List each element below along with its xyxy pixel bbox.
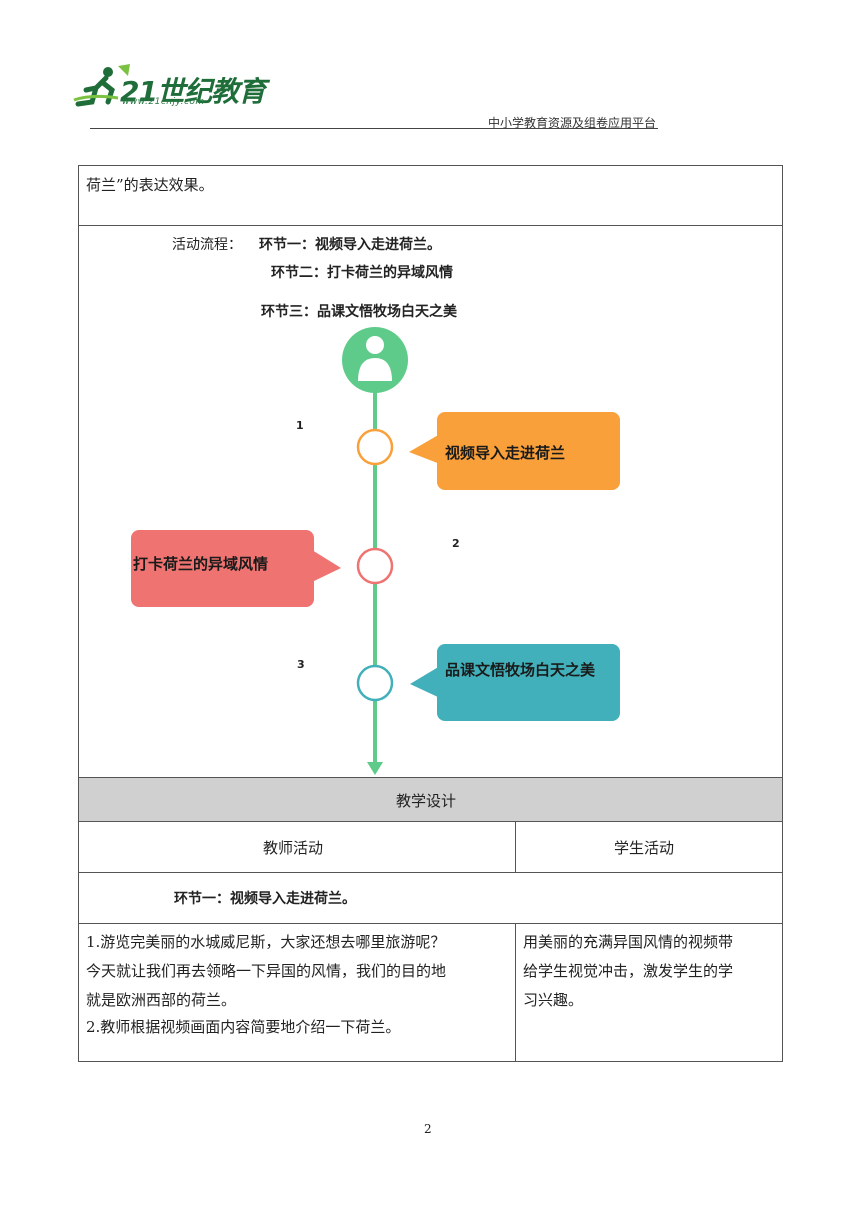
student-activity-text: 用美丽的充满异国风情的视频带 给学生视觉冲击，激发学生的学 习兴趣。 [523, 928, 733, 1015]
platform-title: 中小学教育资源及组卷应用平台 [487, 116, 656, 130]
callout-1: 视频导入走进荷兰 [437, 412, 620, 490]
teacher-line-1: 1.游览完美丽的水城威尼斯，大家还想去哪里旅游呢？ [86, 933, 446, 951]
teacher-line-2: 今天就让我们再去领略一下异国的风情，我们的目的地 [86, 962, 447, 980]
student-line-3: 习兴趣。 [523, 991, 584, 1009]
logo-url: www.21cnjy.com [122, 97, 205, 107]
student-line-2: 给学生视觉冲击，激发学生的学 [523, 962, 734, 980]
callout-3: 品课文悟牧场白天之美 [437, 644, 620, 721]
callout-1-pointer [409, 434, 440, 464]
student-activity-cell [515, 923, 783, 1062]
teacher-line-4: 2.教师根据视频画面内容简要地介绍一下荷兰。 [86, 1018, 401, 1036]
timeline-node-3 [356, 664, 394, 702]
person-icon-body [358, 358, 392, 381]
step-number-1: 1 [296, 419, 304, 432]
flow-step-3: 环节三：品课文悟牧场白天之美 [261, 304, 457, 320]
teacher-column-title: 教师活动 [263, 839, 324, 857]
teacher-activity-text: 1.游览完美丽的水城威尼斯，大家还想去哪里旅游呢？ 今天就让我们再去领略一下异国… [86, 928, 446, 1039]
callout-3-label: 品课文悟牧场白天之美 [445, 661, 596, 679]
callout-1-label: 视频导入走进荷兰 [445, 444, 566, 462]
timeline-node-2 [356, 547, 394, 585]
logo-runner-icon [73, 64, 130, 107]
stage-title: 环节一：视频导入走进荷兰。 [174, 891, 356, 907]
top-cell-text: 荷兰”的表达效果。 [86, 176, 214, 194]
flow-label: 活动流程： [172, 237, 242, 253]
person-icon-head [366, 336, 384, 354]
logo-text: 21世纪教育 [120, 75, 266, 108]
callout-3-pointer [410, 666, 440, 698]
teacher-line-3: 就是欧洲西部的荷兰。 [86, 991, 237, 1009]
callout-2-pointer [312, 550, 341, 582]
flow-step-2: 环节二：打卡荷兰的异域风情 [271, 265, 453, 281]
design-section-title: 教学设计 [396, 792, 457, 810]
student-line-1: 用美丽的充满异国风情的视频带 [523, 933, 734, 951]
timeline-arrow-icon [367, 762, 383, 775]
step-number-3: 3 [297, 658, 305, 671]
callout-2: 打卡荷兰的异域风情 [131, 530, 314, 607]
flow-step-1: 环节一：视频导入走进荷兰。 [259, 237, 441, 253]
student-column-title: 学生活动 [614, 839, 675, 857]
callout-2-label: 打卡荷兰的异域风情 [133, 555, 269, 573]
header-divider [90, 128, 658, 129]
timeline-node-1 [356, 428, 394, 466]
page-number: 2 [424, 1122, 432, 1136]
design-section-header [78, 777, 783, 822]
step-number-2: 2 [452, 537, 460, 550]
